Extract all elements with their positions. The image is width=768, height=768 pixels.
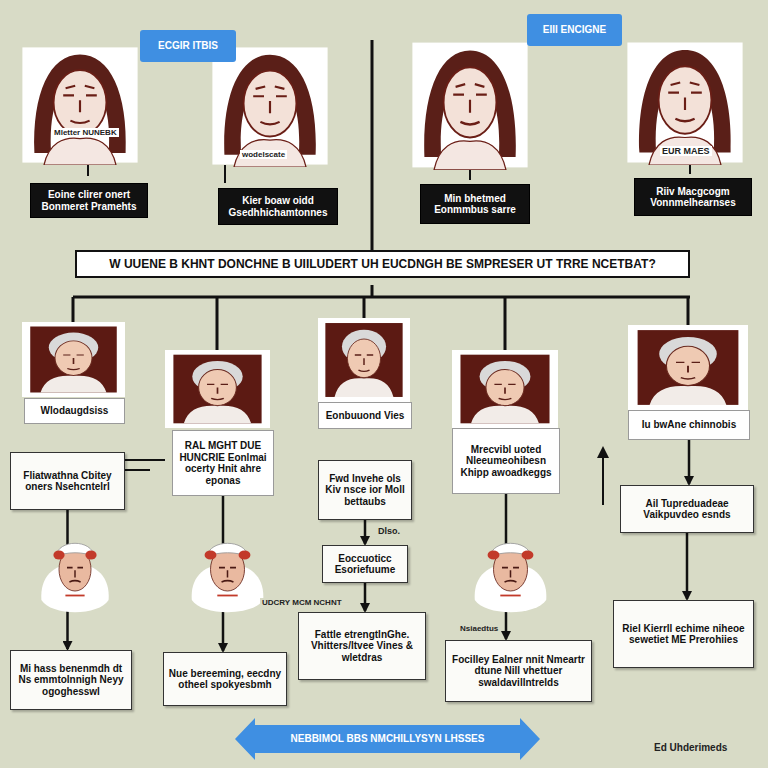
node-text: Eoine clirer onert Bonmeret Pramehts [35,189,143,212]
blue-tab: ECGIR ITBIS [140,30,236,62]
note-box: RAL MGHT DUE HUNCRIE Eonlmai ocerty Hnit… [172,430,274,496]
node-text: Iu bwAne chinnobis [642,419,736,431]
use-shape [22,47,137,165]
path-shape [73,40,690,350]
node-text: RAL MGHT DUE HUNCRIE Eonlmai ocerty Hnit… [177,440,269,486]
node-text: Wlodaugdsiss [41,405,109,417]
process-box: Fwd lnvehe ols Kiv nsce ior Moll bettaub… [318,460,412,520]
node-text: Min bhetmed Eonmmbus sarre [425,193,525,216]
node-text: Mi hass benenmdh dt Ns emmtolnnigh Neyy … [15,663,127,698]
flow-arrow [364,583,367,611]
use-shape [628,325,748,410]
blue-tab: EIII ENCIGNE [527,14,622,46]
portrait-caption: Eonbuuond Vies [318,402,412,429]
node-text: Mrecvibl uoted Nleeumeohibesn Khipp awoa… [457,444,555,479]
note-label: Dlso. [376,526,402,536]
use-shape [212,47,327,167]
use-shape [475,543,547,612]
caption-box: Kier boaw oidd Gsedhhichamtonnes [218,188,338,225]
note-label: Ed Uhderimeds [652,742,729,754]
node-text: Fattle etrengtlnGhe. Vhitters/ltvee Vine… [303,629,421,664]
process-box: Fattle etrengtlnGhe. Vhitters/ltvee Vine… [298,612,426,680]
use-shape [627,43,742,166]
use-shape [412,43,527,170]
caption-box: Riiv Macgcogm Vonnmelhearnses [634,178,752,216]
node-text: Riiv Macgcogm Vonnmelhearnses [639,186,747,209]
banner-arrow [235,718,540,760]
process-box: Nue bereeming, eecdny otheel spokyesbmh [163,652,287,706]
portrait-caption: Iu bwAne chinnobis [628,410,750,440]
process-box: Fliatwathna Cbitey oners Nsehcntelrl [10,452,125,510]
portrait-caption: Wlodaugdsiss [24,398,125,424]
node-text: Fliatwathna Cbitey oners Nsehcntelrl [15,470,120,493]
process-box: Focilley Ealner nnit Nmeartr dtune Nill … [445,640,592,702]
portrait-caption: Mrecvibl uoted Nleeumeohibesn Khipp awoa… [452,428,560,494]
node-text: Fwd lnvehe ols Kiv nsce ior Moll bettaub… [323,473,407,508]
tree-lines [73,40,690,505]
node-text: EIII ENCIGNE [543,24,606,36]
flow-arrow [364,520,367,544]
node-text: Kier boaw oidd Gsedhhichamtonnes [223,195,333,218]
flow-arrow [686,533,689,599]
path-shape [597,446,609,458]
note-label: EUR MAES [660,146,712,156]
note-label: Mletter NUNEBK [52,128,119,137]
use-shape [41,543,108,612]
node-text: Focilley Ealner nnit Nmeartr dtune Nill … [450,654,587,689]
note-label: UDCRY MCM NCHNT [260,598,344,607]
node-text: Eonbuuond Vies [326,410,405,422]
process-box: Ail Tupreduadeae Vaikpuvdeo esnds [620,485,754,533]
node-text: Ail Tupreduadeae Vaikpuvdeo esnds [625,498,749,521]
caption-box: Eoine clirer onert Bonmeret Pramehts [30,183,148,218]
node-text: NEBBIMOL BBS NMCHILLYSYN LHSSES [291,733,485,745]
arrow-banner: NEBBIMOL BBS NMCHILLYSYN LHSSES [235,718,540,760]
node-text: Riel Kierrll echime niheoe sewetiet ME P… [618,623,749,646]
node-text: Eoccuoticc Esoriefuume [327,553,403,576]
caption-box: Min bhetmed Eonmmbus sarre [420,184,530,224]
path-shape [602,452,604,505]
process-box: Riel Kierrll echime niheoe sewetiet ME P… [613,600,754,668]
use-shape [22,322,125,397]
title-band: W UUENE B KHNT DONCHNE B UIILUDERT UH EU… [75,250,690,278]
node-text: ECGIR ITBIS [158,40,218,52]
path-shape [125,460,165,470]
process-box: Mi hass benenmdh dt Ns emmtolnnigh Neyy … [10,650,132,710]
path-shape [88,160,690,183]
note-label: wodelscate [240,150,287,159]
use-shape [192,543,264,612]
note-label: Nsiaedtus [458,624,500,633]
node-text: Nue bereeming, eecdny otheel spokyesbmh [168,668,282,691]
process-box: Eoccuoticc Esoriefuume [322,545,408,583]
use-shape [318,318,410,402]
use-shape [452,350,558,428]
flow-arrow [688,440,691,484]
use-shape [165,350,270,428]
